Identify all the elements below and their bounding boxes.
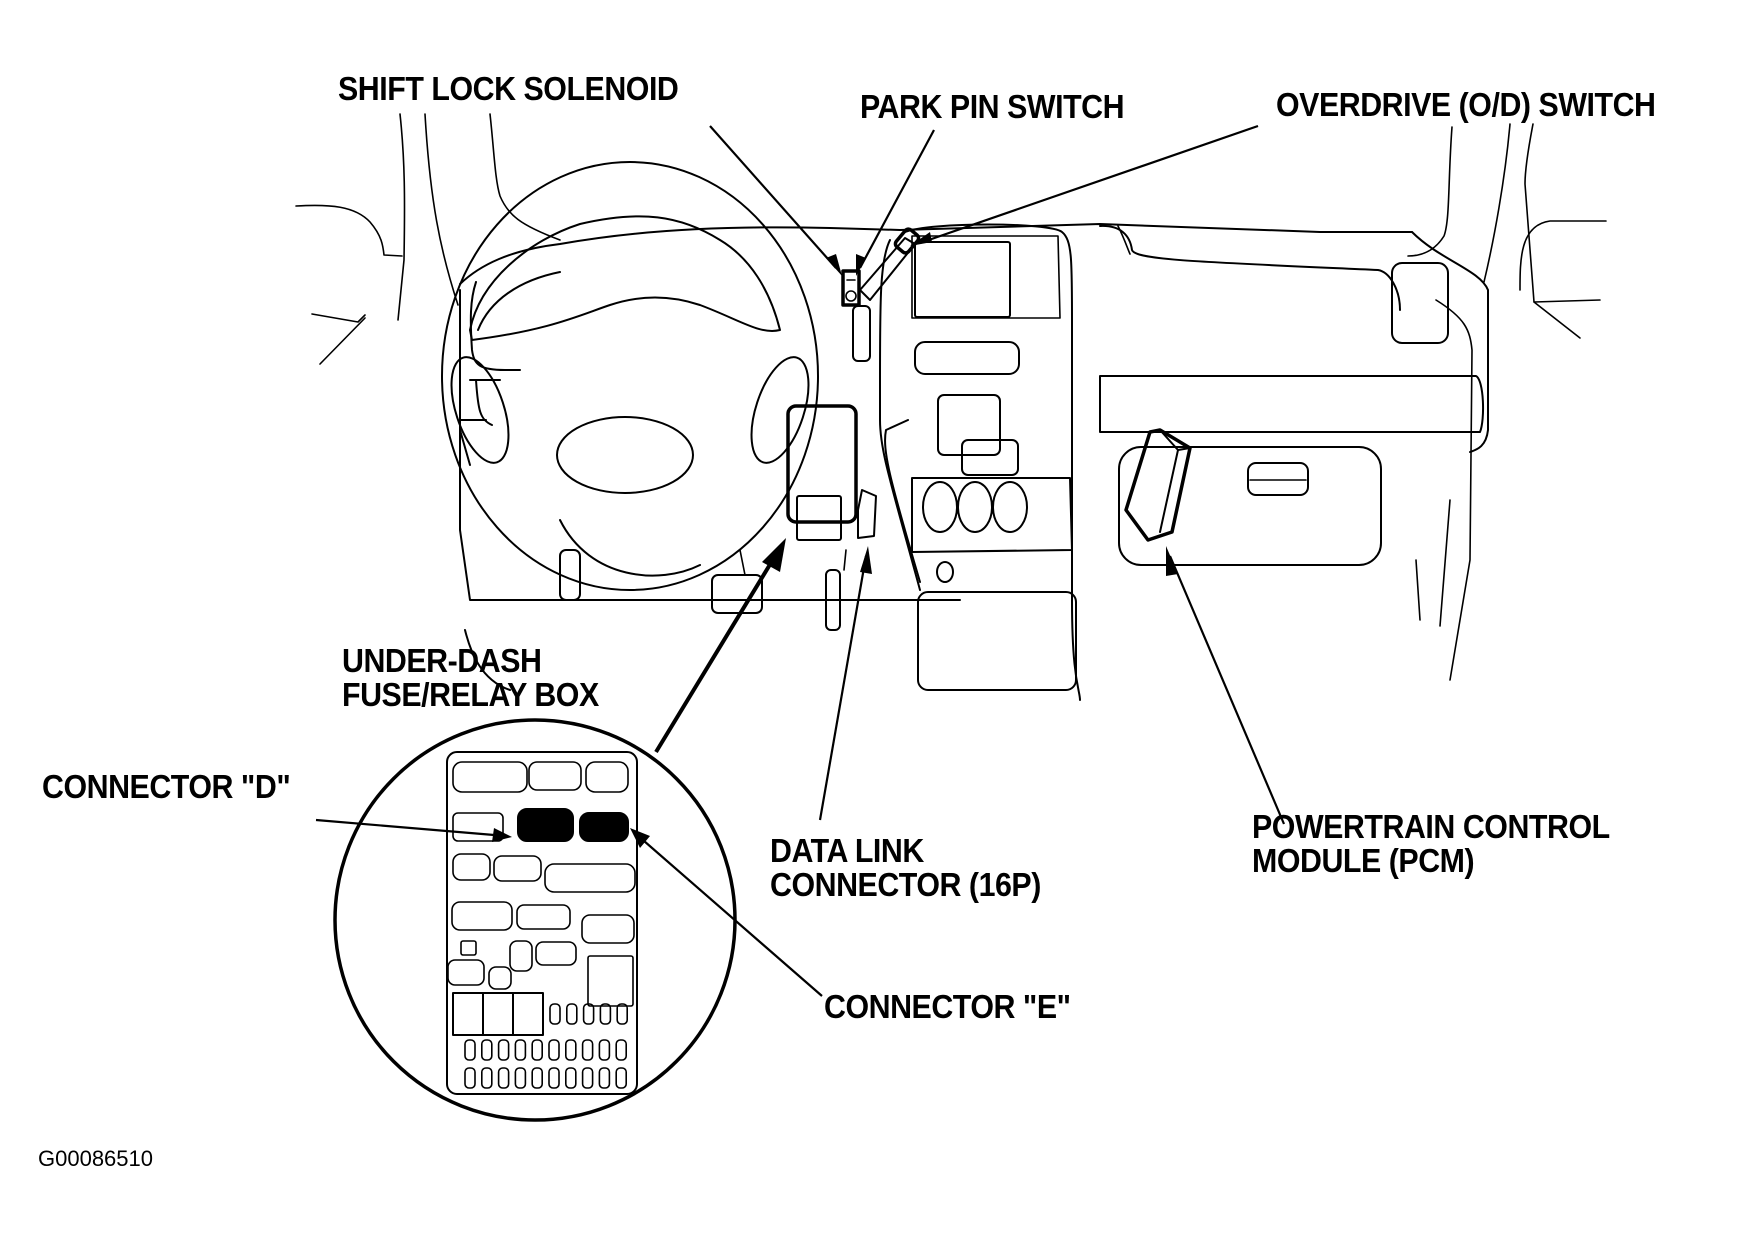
label-shift-lock-solenoid: SHIFT LOCK SOLENOID xyxy=(338,70,679,107)
blade-fuse xyxy=(615,1067,628,1089)
blade-fuse xyxy=(514,1039,527,1061)
connector-e-block xyxy=(579,812,629,842)
blade-fuse xyxy=(514,1067,527,1089)
pcm-module xyxy=(1124,428,1192,542)
label-connector-e: CONNECTOR "E" xyxy=(824,988,1071,1025)
blade-fuse xyxy=(615,1039,628,1061)
label-under-dash-fuse-box: UNDER-DASH FUSE/RELAY BOX xyxy=(342,644,599,712)
blade-fuse xyxy=(464,1067,476,1089)
blade-fuse xyxy=(564,1039,577,1061)
right-door-outline xyxy=(1407,123,1607,681)
fuse-box-on-dash xyxy=(786,404,877,541)
label-under-dash-line1: UNDER-DASH xyxy=(342,642,542,679)
blade-fuse xyxy=(582,1003,595,1025)
leader-lines xyxy=(315,124,1286,997)
blade-fuse xyxy=(549,1003,561,1025)
blade-fuse xyxy=(497,1067,510,1089)
label-data-link-connector: DATA LINK CONNECTOR (16P) xyxy=(770,834,1041,902)
label-pcm: POWERTRAIN CONTROL MODULE (PCM) xyxy=(1252,810,1610,878)
left-door-outline xyxy=(295,113,561,365)
label-under-dash-line2: FUSE/RELAY BOX xyxy=(342,676,599,713)
blade-fuse xyxy=(565,1003,578,1025)
blade-fuse xyxy=(497,1039,510,1061)
label-pcm-line2: MODULE (PCM) xyxy=(1252,842,1475,879)
label-connector-d: CONNECTOR "D" xyxy=(42,768,291,805)
fuse-box-detail xyxy=(333,718,737,1122)
label-data-link-line1: DATA LINK xyxy=(770,832,924,869)
glove-box-area xyxy=(1099,262,1485,566)
center-stack xyxy=(879,223,1081,701)
blade-fuse xyxy=(564,1067,577,1089)
label-overdrive-switch: OVERDRIVE (O/D) SWITCH xyxy=(1276,86,1656,123)
blade-fuse xyxy=(548,1039,560,1061)
blade-fuse xyxy=(531,1039,544,1061)
blade-fuse xyxy=(480,1067,493,1089)
blade-fuse xyxy=(598,1067,611,1089)
blade-fuse xyxy=(616,1003,629,1025)
blade-fuse xyxy=(531,1067,544,1089)
fuse-rows xyxy=(464,1003,629,1089)
steering-wheel xyxy=(441,161,819,591)
blade-fuse xyxy=(581,1067,594,1089)
blade-fuse xyxy=(480,1039,493,1061)
blade-fuse xyxy=(598,1039,611,1061)
label-park-pin-switch: PARK PIN SWITCH xyxy=(860,88,1125,125)
label-pcm-line1: POWERTRAIN CONTROL xyxy=(1252,808,1610,845)
blade-fuse xyxy=(548,1067,560,1089)
pedals xyxy=(464,549,847,691)
blade-fuse xyxy=(581,1039,594,1061)
figure-id: G00086510 xyxy=(38,1146,153,1171)
blade-fuse xyxy=(599,1003,612,1025)
label-data-link-line2: CONNECTOR (16P) xyxy=(770,866,1041,903)
blade-fuse xyxy=(464,1039,476,1061)
dashboard-outline xyxy=(459,223,1489,601)
connector-d-block xyxy=(517,808,574,842)
